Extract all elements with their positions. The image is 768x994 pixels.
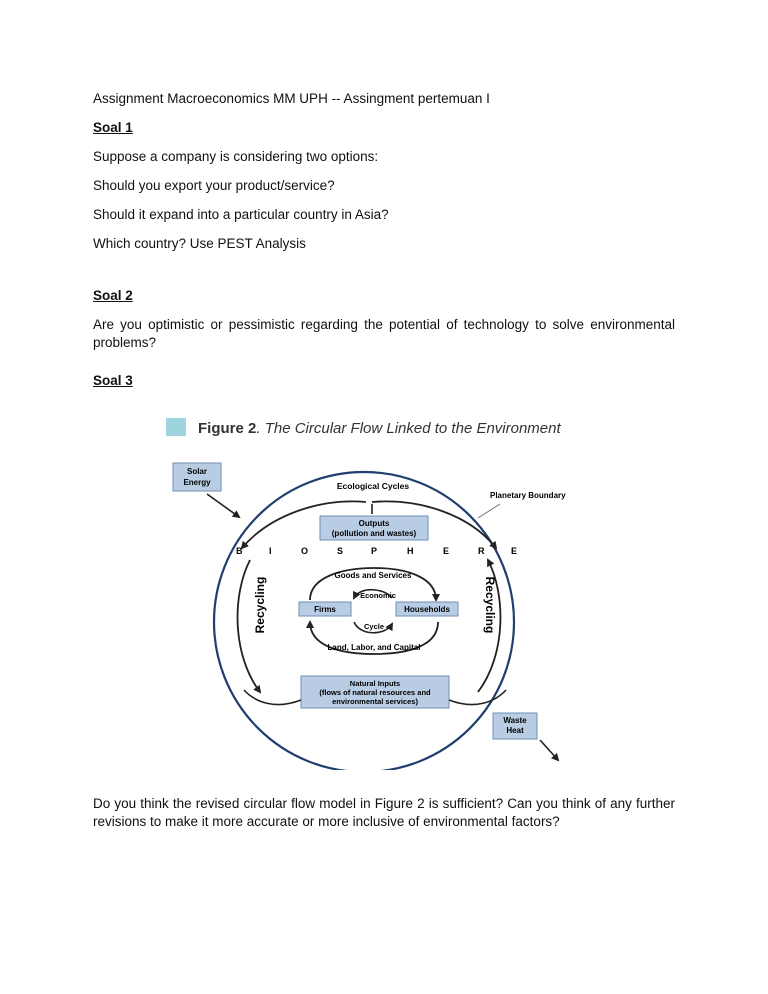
svg-text:H: H	[407, 546, 414, 556]
households-label: Households	[404, 605, 450, 614]
economic-cycle-arc-bottom	[353, 621, 394, 634]
economic-cycle-arc-top	[353, 588, 393, 600]
soal1-line-2: Should you export your product/service?	[93, 178, 335, 193]
recycling-label-left: Recycling	[253, 577, 267, 634]
ecological-cycles-label: Ecological Cycles	[337, 481, 410, 491]
outputs-label-1: Outputs	[359, 519, 390, 528]
page-title: Assignment Macroeconomics MM UPH -- Assi…	[93, 91, 490, 106]
soal2-question: Are you optimistic or pessimistic regard…	[93, 317, 675, 350]
planetary-boundary-circle	[212, 470, 516, 770]
svg-text:B: B	[236, 546, 243, 556]
ecological-cycle-arc-left	[240, 500, 367, 550]
planetary-boundary-label: Planetary Boundary	[490, 491, 566, 500]
factor-inputs-arc	[306, 620, 439, 655]
solar-energy-arrow	[206, 493, 241, 519]
natural-inputs-box	[300, 675, 450, 709]
outputs-label-2: (pollution and wastes)	[332, 529, 417, 538]
recycling-arc-left	[236, 559, 262, 694]
soal3-question: Do you think the revised circular flow m…	[93, 796, 675, 829]
svg-text:R: R	[478, 546, 485, 556]
planetary-boundary-pointer	[477, 503, 501, 519]
figure-title: Figure 2. The Circular Flow Linked to th…	[198, 420, 561, 437]
land-labor-capital-label: Land, Labor, and Capital	[328, 643, 421, 652]
soal1-line-3: Should it expand into a particular count…	[93, 207, 389, 222]
recycling-label-right: Recycling	[483, 577, 497, 634]
waste-heat-label-1: Waste	[503, 716, 527, 725]
soal1-heading: Soal 1	[93, 120, 133, 135]
firms-label: Firms	[314, 605, 336, 614]
biosphere-letters: B I O S P H E R E	[236, 546, 517, 556]
svg-text:E: E	[511, 546, 517, 556]
natural-inputs-label-3: environmental services)	[332, 697, 418, 706]
svg-text:I: I	[269, 546, 272, 556]
goods-and-services-label: Goods and Services	[335, 571, 412, 580]
svg-text:O: O	[301, 546, 308, 556]
waste-heat-arrow	[539, 739, 560, 762]
natural-inputs-label-2: (flows of natural resources and	[319, 688, 431, 697]
solar-energy-label-2: Energy	[183, 478, 211, 487]
soal3-heading: Soal 3	[93, 373, 133, 388]
solar-energy-label-1: Solar	[187, 467, 207, 476]
svg-text:S: S	[337, 546, 343, 556]
soal1-line-1: Suppose a company is considering two opt…	[93, 149, 379, 164]
waste-heat-label-2: Heat	[506, 726, 524, 735]
figure-legend-square	[166, 418, 186, 436]
ecological-cycle-arc-right	[371, 500, 498, 550]
lower-arc-left	[243, 689, 302, 706]
economic-label: Economic	[360, 591, 396, 600]
lower-arc-right	[448, 689, 507, 706]
solar-energy-box	[172, 462, 222, 492]
goods-services-arc	[309, 567, 440, 602]
svg-text:E: E	[443, 546, 449, 556]
firms-box	[298, 601, 352, 617]
soal2-heading: Soal 2	[93, 288, 133, 303]
households-box	[395, 601, 459, 617]
circular-flow-figure: Figure 2. The Circular Flow Linked to th…	[166, 418, 566, 770]
outputs-box	[319, 515, 429, 541]
natural-inputs-label-1: Natural Inputs	[350, 679, 400, 688]
waste-heat-box	[492, 712, 538, 740]
soal1-line-4: Which country? Use PEST Analysis	[93, 236, 306, 251]
svg-text:P: P	[371, 546, 377, 556]
cycle-label: Cycle	[364, 622, 384, 631]
recycling-arc-right	[477, 558, 502, 693]
